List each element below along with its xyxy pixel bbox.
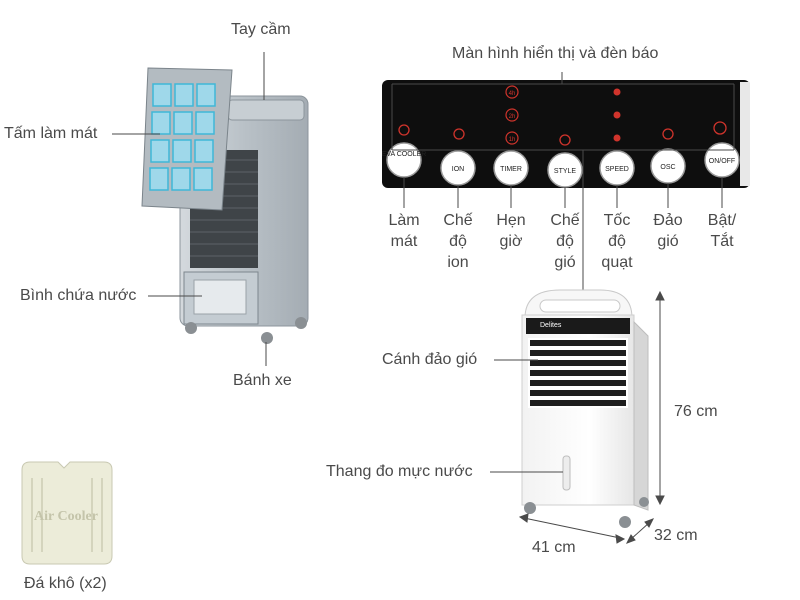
ion-key-label: ION	[452, 166, 464, 173]
panel-title: Màn hình hiển thị và đèn báo	[452, 45, 659, 62]
timer-mark-2h: 2h	[509, 114, 516, 120]
timer-indicators	[505, 85, 519, 145]
left-cooler-unit	[141, 67, 309, 344]
depth-dimension: 32 cm	[654, 527, 698, 544]
timer-mark-1h: 1h	[509, 137, 516, 143]
timer-key-label: TIMER	[500, 166, 522, 173]
control-panel	[382, 72, 750, 320]
style-key-label: STYLE	[554, 168, 577, 175]
ice-pack-label: Đá khô (x2)	[24, 575, 107, 592]
wheel-shape	[185, 322, 197, 334]
cooling-pad-label: Tấm làm mát	[4, 125, 98, 142]
leader-lines	[112, 52, 563, 473]
label-on-off: Bật/Tắt	[707, 212, 737, 250]
speed-key-label: SPEED	[605, 166, 629, 173]
water-gauge-shape	[562, 455, 571, 491]
ice-pack-text: Air Cooler	[34, 509, 98, 524]
cooling-pad-cells	[149, 83, 216, 191]
water-gauge-label: Thang đo mực nước	[326, 463, 473, 480]
dimension-lines	[518, 290, 665, 544]
width-dimension: 41 cm	[532, 539, 576, 556]
ice-pack-shape	[21, 461, 113, 565]
louvers-shape	[530, 340, 626, 406]
louvers-label: Cánh đảo gió	[382, 351, 478, 368]
handle-label: Tay cầm	[231, 21, 291, 38]
front-cooler-unit	[521, 289, 649, 528]
mode-indicators	[398, 121, 727, 146]
brand-logo: Delites	[540, 322, 562, 329]
wheels-label: Bánh xe	[233, 372, 292, 389]
height-dimension: 76 cm	[674, 403, 718, 420]
water-tank-label: Bình chứa nước	[20, 287, 137, 304]
on-off-key-label: ON/OFF	[709, 158, 735, 165]
osc-key-label: OSC	[660, 164, 675, 171]
eva-label: EVA COOLER	[382, 151, 427, 158]
speed-indicators	[613, 88, 621, 142]
timer-mark-4h: 4h	[509, 91, 516, 97]
